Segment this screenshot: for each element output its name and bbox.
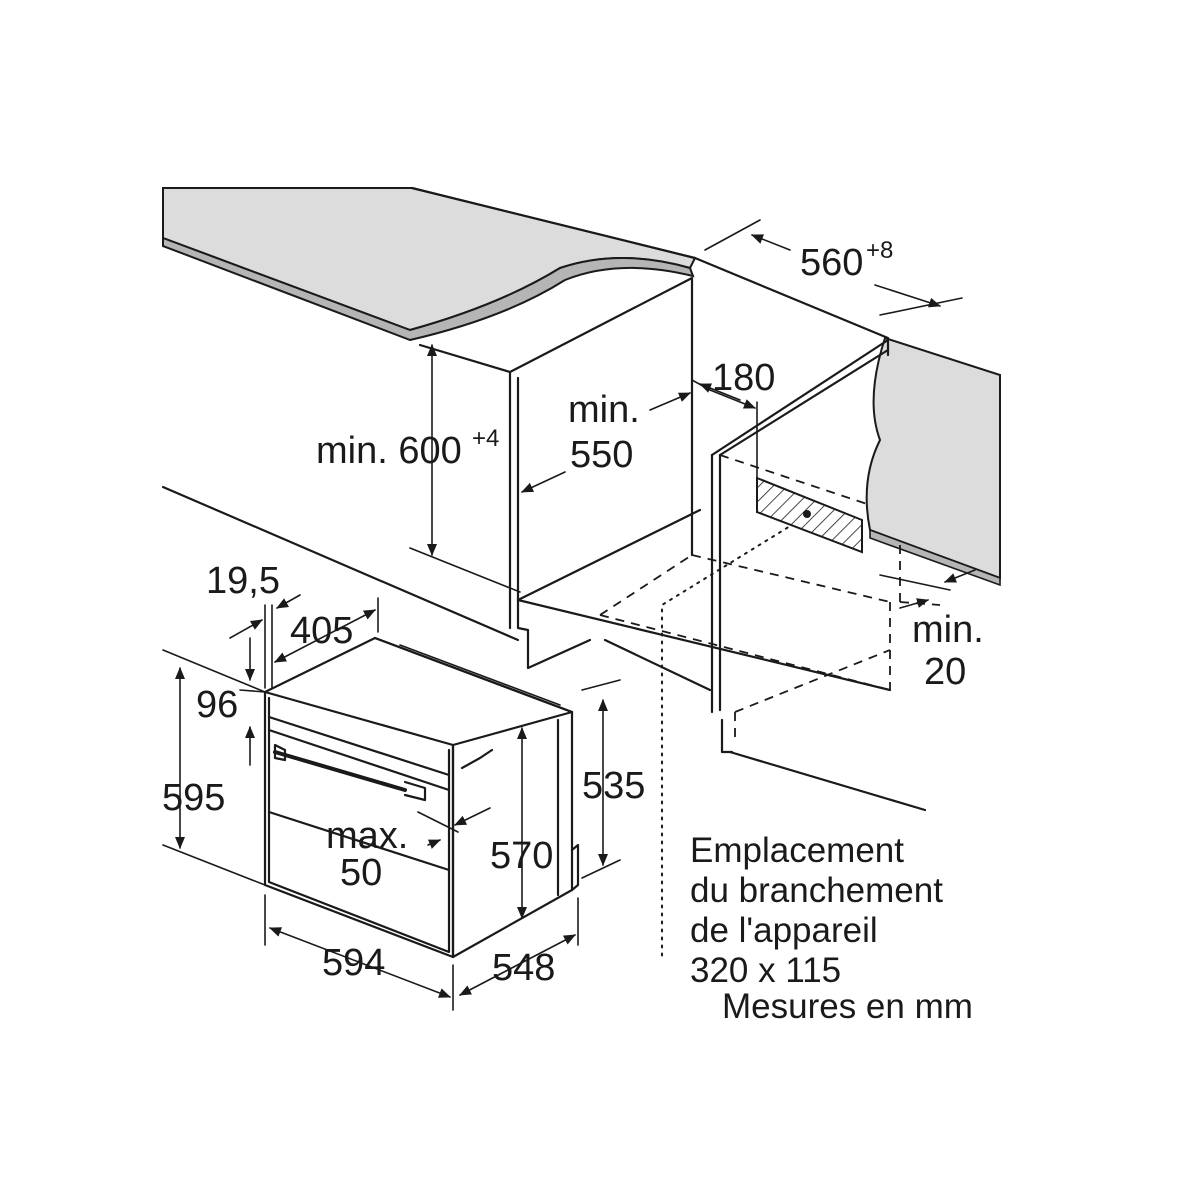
note-line-4: 320 x 115 [690,951,841,990]
label-min-550-a: min. [568,389,640,431]
dimension-lines [162,219,976,1011]
label-19-5: 19,5 [206,560,280,602]
countertop-left [162,186,697,342]
label-595: 595 [162,777,225,819]
cabinet-niche [161,256,941,961]
label-min-20-a: min. [912,609,984,651]
label-405: 405 [290,610,353,652]
oven-drawing [263,636,580,959]
note-line-3: de l'appareil [690,911,878,950]
label-594: 594 [322,942,385,984]
units-note: Mesures en mm [722,987,973,1026]
label-600-tolerance: +4 [472,425,499,452]
label-560: 560 [800,242,863,284]
countertop-right [865,336,1001,587]
dimension-labels: 560 +8 180 min. 550 min. 600 +4 min. 20 … [162,237,984,989]
label-max-50-a: max. [326,815,408,857]
label-min-600: min. 600 [316,430,462,472]
note-line-1: Emplacement [690,831,904,870]
label-180: 180 [712,357,775,399]
connection-area [756,401,863,554]
connection-note: Emplacement du branchement de l'appareil… [690,831,973,1026]
label-548: 548 [492,947,555,989]
label-560-tolerance: +8 [866,237,893,264]
label-96: 96 [196,684,238,726]
label-min-550-b: 550 [570,434,633,476]
label-570: 570 [490,835,553,877]
label-min-20-b: 20 [924,651,966,693]
label-max-50-b: 50 [340,852,382,894]
label-535: 535 [582,765,645,807]
note-line-2: du branchement [690,871,943,910]
